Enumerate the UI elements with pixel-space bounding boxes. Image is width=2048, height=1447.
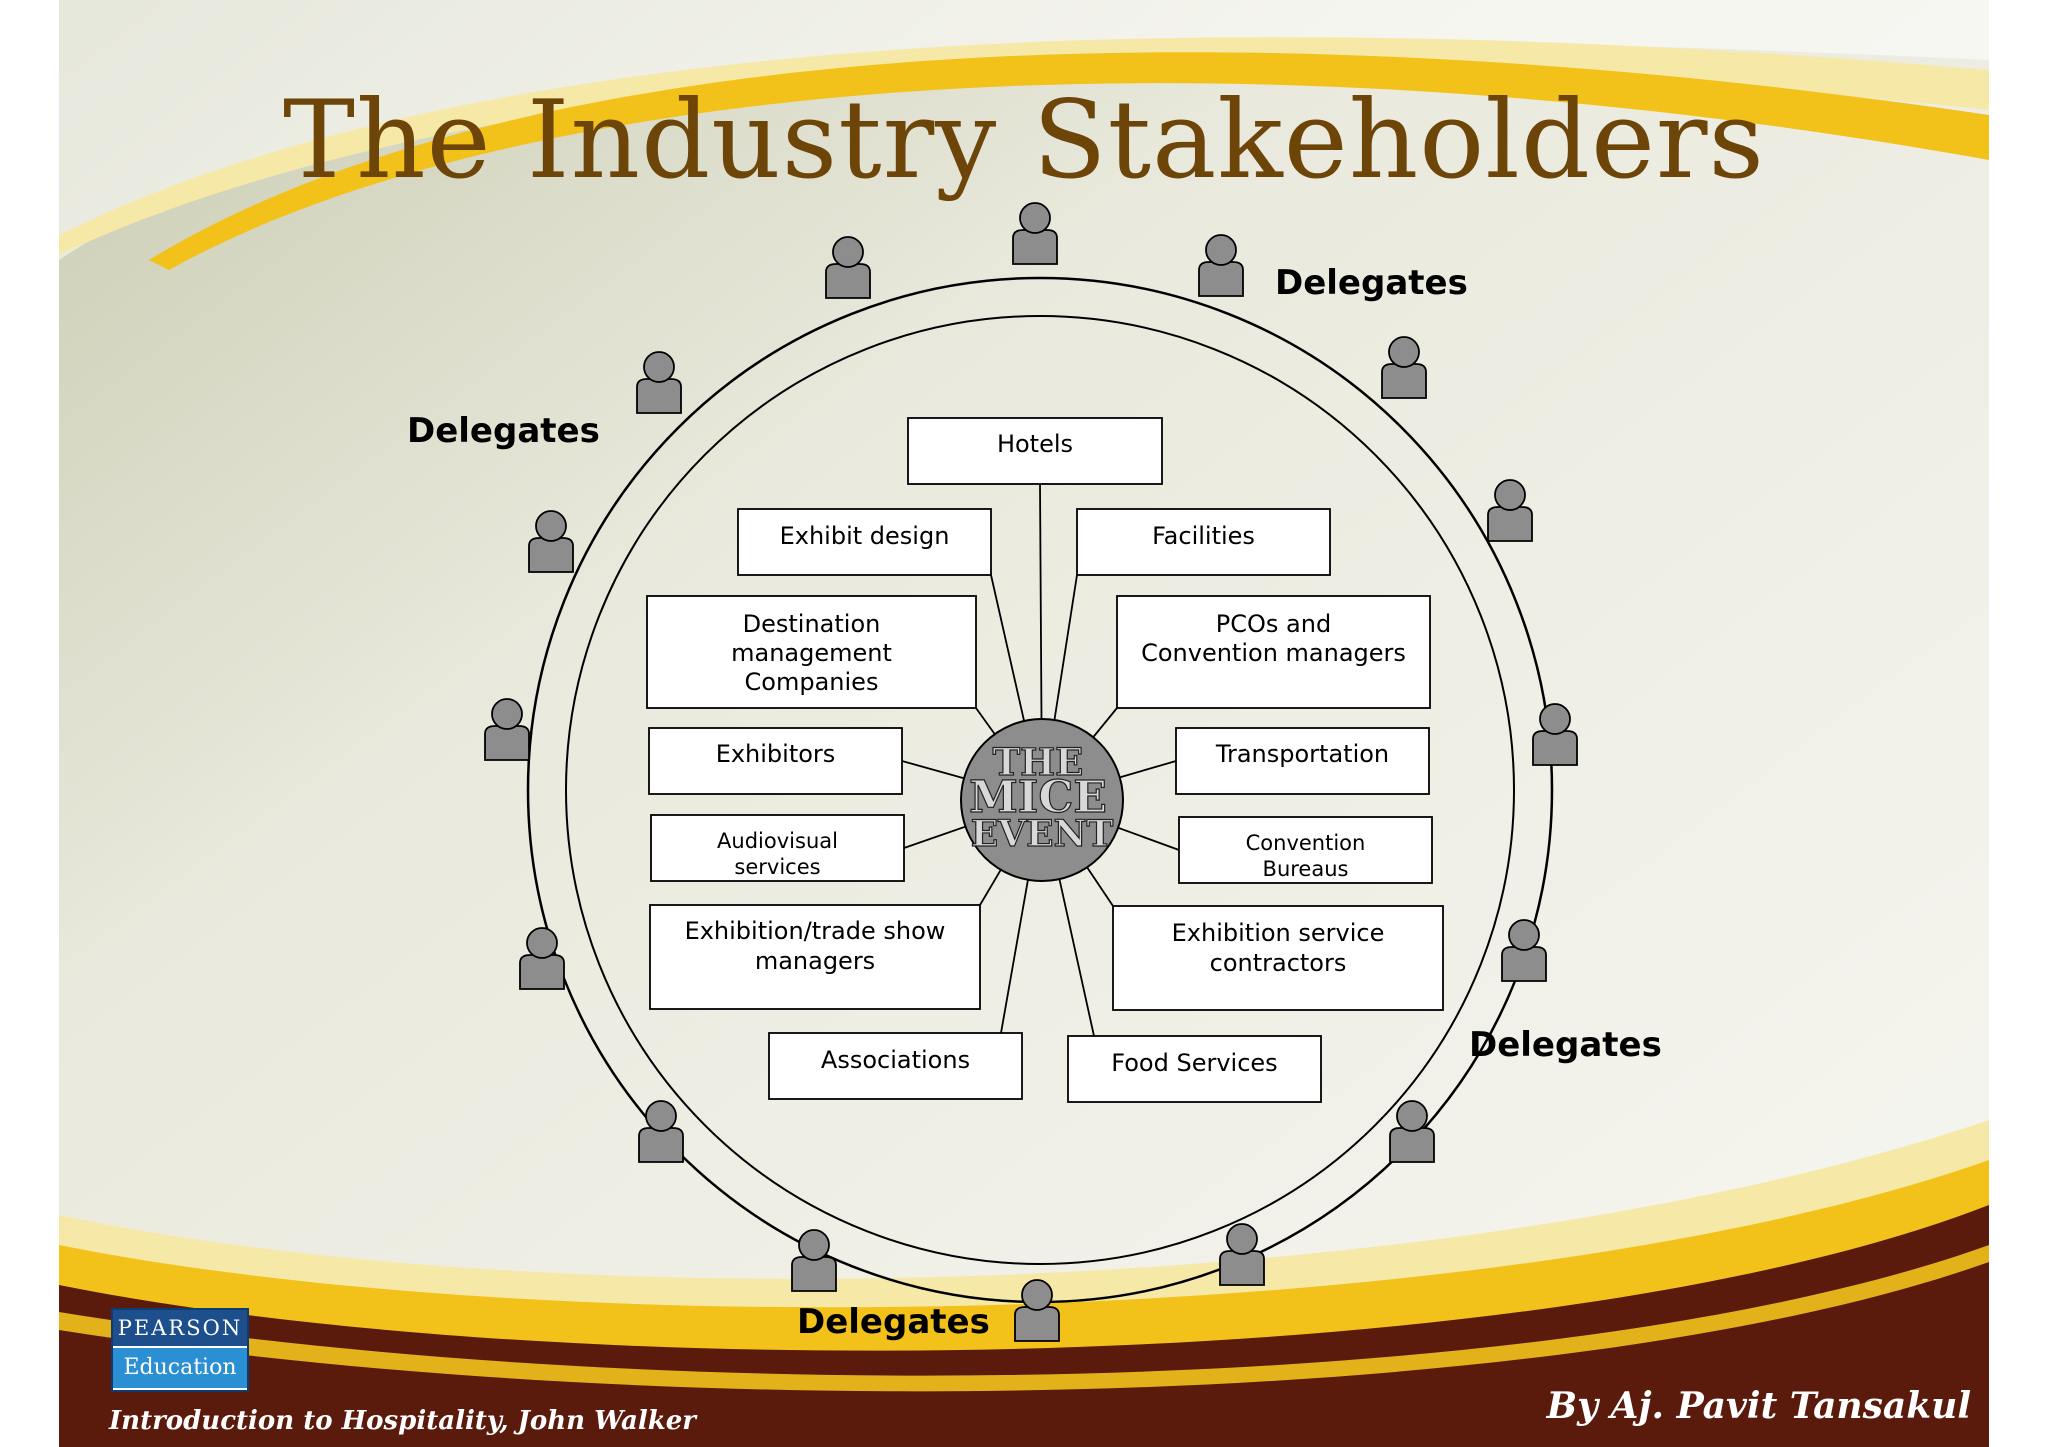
stakeholder-label: Exhibit design bbox=[780, 522, 950, 550]
stakeholder-label: Exhibitors bbox=[716, 740, 836, 768]
stakeholder-label: services bbox=[734, 855, 820, 879]
person-icon bbox=[1501, 919, 1547, 982]
stakeholder-box-frame bbox=[650, 814, 905, 882]
person-icon bbox=[791, 1229, 837, 1292]
delegate-icons bbox=[484, 202, 1578, 1342]
stakeholder-label: contractors bbox=[1210, 949, 1347, 977]
person-icon bbox=[638, 1100, 684, 1163]
logo-text-bottom: Education bbox=[113, 1348, 247, 1388]
stakeholder-box-frame bbox=[1175, 727, 1430, 795]
stakeholder-box-frame bbox=[648, 727, 903, 795]
stakeholder-label: Transportation bbox=[1215, 740, 1389, 768]
person-icon bbox=[1219, 1223, 1265, 1286]
stakeholder-label: Convention managers bbox=[1141, 639, 1406, 667]
stakeholder-box-frame bbox=[768, 1032, 1023, 1100]
person-icon bbox=[1381, 336, 1427, 399]
stakeholder-label: Companies bbox=[745, 668, 879, 696]
delegates-label-top-left: Delegates bbox=[407, 411, 600, 451]
mice-event-node: THE MICE EVENT bbox=[960, 718, 1124, 882]
person-icon bbox=[528, 510, 574, 573]
person-icon bbox=[519, 927, 565, 990]
person-icon bbox=[1532, 703, 1578, 766]
person-icon bbox=[1198, 234, 1244, 297]
stakeholder-box: Associations bbox=[768, 1032, 1023, 1100]
stakeholder-box: Exhibitors bbox=[648, 727, 903, 795]
center-label-line-1: THE bbox=[993, 740, 1084, 784]
person-icon bbox=[1014, 1279, 1060, 1342]
stakeholder-box: Hotels bbox=[907, 417, 1163, 485]
stakeholder-box: Transportation bbox=[1175, 727, 1430, 795]
stakeholder-box: Facilities bbox=[1076, 508, 1331, 576]
person-icon bbox=[825, 236, 871, 299]
stakeholder-label: Facilities bbox=[1152, 522, 1255, 550]
stakeholder-box-frame bbox=[907, 417, 1163, 485]
delegates-label-bottom-right: Delegates bbox=[1469, 1025, 1662, 1065]
inner-ring bbox=[565, 315, 1515, 1265]
stakeholder-label: Exhibition service bbox=[1172, 919, 1385, 947]
stakeholder-label: managers bbox=[755, 947, 875, 975]
person-icon bbox=[1487, 479, 1533, 542]
stakeholder-box-frame bbox=[1178, 816, 1433, 884]
stakeholder-box-frame bbox=[646, 595, 977, 709]
stakeholder-box-frame bbox=[649, 904, 981, 1010]
center-label-line-3: EVENT bbox=[971, 813, 1114, 855]
stakeholder-box: Exhibit design bbox=[737, 508, 992, 576]
stakeholder-label: PCOs and bbox=[1216, 610, 1331, 638]
stakeholder-box-frame bbox=[1067, 1035, 1322, 1103]
stakeholder-box-frame bbox=[1076, 508, 1331, 576]
center-label-line-2: MICE bbox=[969, 772, 1107, 823]
pearson-education-logo: PEARSON Education bbox=[111, 1308, 249, 1392]
person-icon bbox=[1012, 202, 1058, 265]
stakeholder-label: Hotels bbox=[997, 430, 1073, 458]
stakeholder-label: management bbox=[731, 639, 892, 667]
footer-author-credit: By Aj. Pavit Tansakul bbox=[1546, 1385, 1971, 1427]
stakeholder-label: Associations bbox=[821, 1046, 970, 1074]
person-icon bbox=[636, 351, 682, 414]
logo-text-top: PEARSON bbox=[113, 1310, 247, 1346]
stakeholder-box-frame bbox=[737, 508, 992, 576]
slide-title: The Industry Stakeholders bbox=[283, 78, 1765, 203]
stakeholder-box-frame bbox=[1112, 905, 1444, 1011]
stakeholder-label: Convention bbox=[1246, 831, 1366, 855]
delegates-label-top-right: Delegates bbox=[1275, 263, 1468, 303]
stakeholder-label: Audiovisual bbox=[717, 829, 838, 853]
stakeholder-box-frame bbox=[1116, 595, 1431, 709]
stakeholder-label: Destination bbox=[743, 610, 881, 638]
stakeholder-box: Food Services bbox=[1067, 1035, 1322, 1103]
person-icon bbox=[484, 698, 530, 761]
stakeholder-label: Food Services bbox=[1111, 1049, 1277, 1077]
footer-course-credit: Introduction to Hospitality, John Walker bbox=[109, 1406, 696, 1436]
delegates-label-bottom: Delegates bbox=[797, 1302, 990, 1342]
stakeholder-label: Bureaus bbox=[1263, 857, 1349, 881]
stakeholder-label: Exhibition/trade show bbox=[685, 917, 946, 945]
person-icon bbox=[1389, 1100, 1435, 1163]
